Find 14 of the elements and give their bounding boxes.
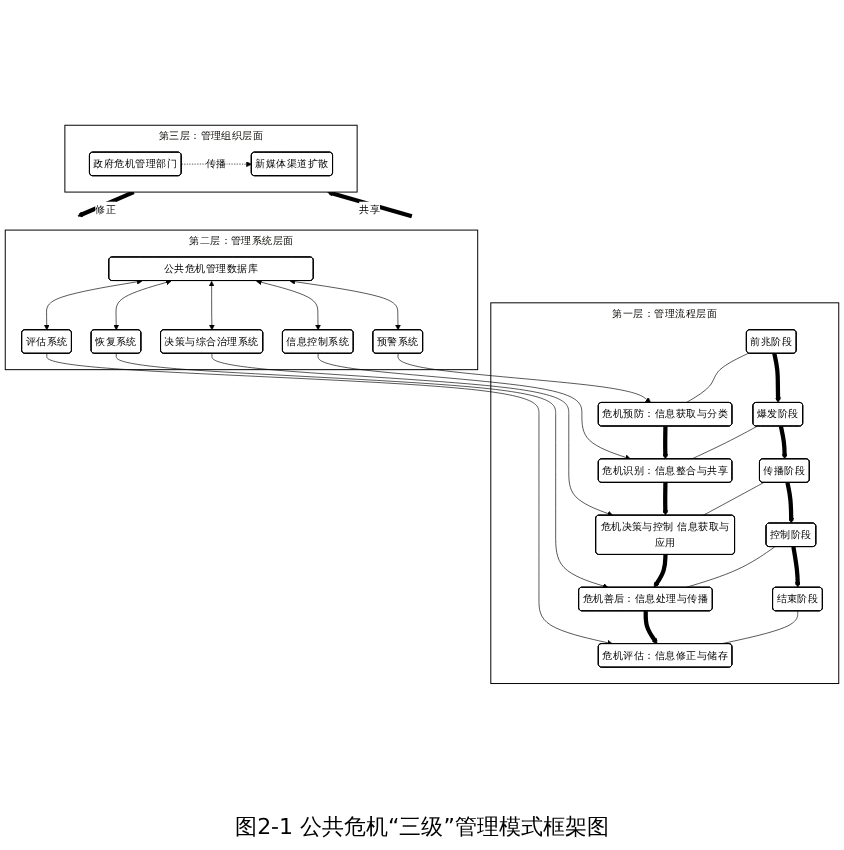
- arrow: [772, 352, 781, 403]
- arrow: [643, 610, 658, 644]
- connector: [691, 425, 758, 460]
- arrow: [785, 481, 795, 524]
- connector: [685, 352, 749, 403]
- arrow: [77, 189, 135, 217]
- arrow: [662, 482, 669, 516]
- connector: [702, 481, 764, 516]
- arrow: [327, 190, 413, 218]
- arrow: [662, 425, 669, 459]
- arrow: [791, 546, 801, 588]
- arrow: [653, 554, 668, 588]
- figure-caption: 图2-1 公共危机“三级”管理模式框架图: [235, 812, 609, 842]
- arrow: [778, 425, 788, 459]
